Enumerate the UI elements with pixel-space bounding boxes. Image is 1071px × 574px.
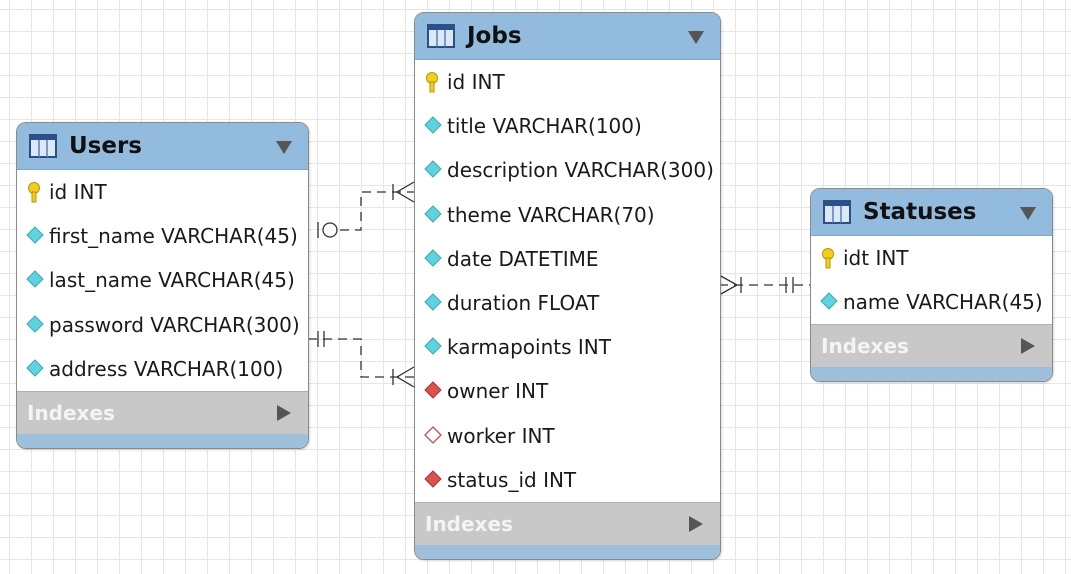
column-row[interactable]: karmapoints INT (415, 325, 720, 369)
crows-foot-icon (718, 274, 739, 296)
column-name: worker INT (447, 423, 555, 448)
table-footer (811, 367, 1052, 382)
column-name: password VARCHAR(300) (49, 312, 300, 337)
dropdown-triangle-icon[interactable] (274, 139, 294, 155)
indexes-label: Indexes (425, 511, 513, 536)
column-diamond-icon (26, 314, 44, 333)
indexes-label: Indexes (27, 400, 115, 425)
column-name: id INT (447, 70, 505, 94)
table-icon (29, 134, 57, 158)
foreign-key-diamond-icon (424, 469, 442, 488)
column-diamond-icon (424, 249, 442, 267)
column-diamond-icon (424, 293, 442, 311)
column-row[interactable]: id INT (17, 170, 308, 214)
table-icon (823, 200, 851, 224)
users-table[interactable]: Users id INT first_name VARCHAR(45) last… (16, 122, 309, 449)
column-row[interactable]: theme VARCHAR(70) (415, 193, 720, 237)
crows-foot-icon (395, 181, 415, 203)
column-name: description VARCHAR(300) (447, 158, 714, 183)
key-icon (426, 72, 438, 93)
column-row[interactable]: date DATETIME (415, 237, 720, 281)
column-row[interactable]: name VARCHAR(45) (811, 280, 1052, 324)
column-name: address VARCHAR(100) (49, 356, 284, 381)
table-icon (427, 24, 455, 48)
column-row[interactable]: duration FLOAT (415, 281, 720, 325)
jobs-table-header[interactable]: Jobs (415, 13, 720, 60)
column-name: first_name VARCHAR(45) (49, 224, 298, 249)
column-name: idt INT (843, 246, 909, 270)
column-name: owner INT (447, 379, 549, 404)
statuses-table-header[interactable]: Statuses (811, 189, 1052, 236)
column-row[interactable]: idt INT (811, 236, 1052, 280)
column-row[interactable]: title VARCHAR(100) (415, 104, 720, 148)
dropdown-triangle-icon[interactable] (686, 29, 706, 45)
table-footer (415, 544, 720, 559)
crows-foot-icon (395, 366, 415, 388)
relation-users-worker-line (340, 191, 414, 231)
column-name: duration FLOAT (447, 290, 600, 315)
column-name: date DATETIME (447, 246, 599, 271)
key-icon (822, 248, 834, 269)
column-row[interactable]: description VARCHAR(300) (415, 148, 720, 192)
foreign-key-diamond-icon (424, 381, 442, 400)
column-row[interactable]: password VARCHAR(300) (17, 303, 308, 347)
table-title: Statuses (863, 199, 977, 225)
column-name: id INT (49, 180, 107, 204)
column-diamond-icon (424, 116, 442, 134)
column-row[interactable]: owner INT (415, 369, 720, 413)
statuses-table[interactable]: Statuses idt INT name VARCHAR(45) Indexe… (810, 188, 1053, 383)
column-name: title VARCHAR(100) (447, 114, 642, 139)
column-row[interactable]: last_name VARCHAR(45) (17, 258, 308, 302)
column-name: karmapoints INT (447, 335, 611, 360)
column-name: status_id INT (447, 467, 577, 492)
column-name: name VARCHAR(45) (843, 290, 1043, 315)
column-row[interactable]: id INT (415, 60, 720, 104)
expand-arrow-icon[interactable] (1020, 337, 1036, 355)
statuses-columns: idt INT name VARCHAR(45) (811, 236, 1052, 325)
column-diamond-icon (26, 270, 44, 289)
column-diamond-icon (26, 359, 44, 377)
column-row[interactable]: first_name VARCHAR(45) (17, 214, 308, 258)
column-diamond-icon (424, 204, 442, 223)
indexes-section[interactable]: Indexes (811, 324, 1052, 368)
jobs-table[interactable]: Jobs id INT title VARCHAR(100) descripti… (414, 12, 721, 560)
expand-arrow-icon[interactable] (688, 515, 704, 533)
table-footer (17, 433, 308, 448)
indexes-section[interactable]: Indexes (17, 390, 308, 434)
expand-arrow-icon[interactable] (276, 404, 292, 422)
users-columns: id INT first_name VARCHAR(45) last_name … (17, 170, 308, 391)
key-icon (28, 182, 40, 203)
nullable-foreign-key-icon (424, 425, 442, 444)
column-row[interactable]: worker INT (415, 414, 720, 458)
dropdown-triangle-icon[interactable] (1018, 205, 1038, 221)
users-table-header[interactable]: Users (17, 123, 308, 170)
indexes-label: Indexes (821, 334, 909, 359)
table-title: Jobs (467, 23, 522, 49)
column-diamond-icon (820, 292, 838, 310)
column-diamond-icon (26, 226, 44, 244)
indexes-section[interactable]: Indexes (415, 501, 720, 545)
jobs-columns: id INT title VARCHAR(100) description VA… (415, 60, 720, 502)
cardinality-zero-circle (322, 222, 338, 238)
column-row[interactable]: address VARCHAR(100) (17, 347, 308, 391)
column-diamond-icon (424, 160, 442, 179)
column-row[interactable]: status_id INT (415, 458, 720, 502)
table-title: Users (69, 133, 142, 159)
column-name: last_name VARCHAR(45) (49, 268, 295, 293)
column-diamond-icon (424, 337, 442, 355)
column-name: theme VARCHAR(70) (447, 202, 655, 227)
